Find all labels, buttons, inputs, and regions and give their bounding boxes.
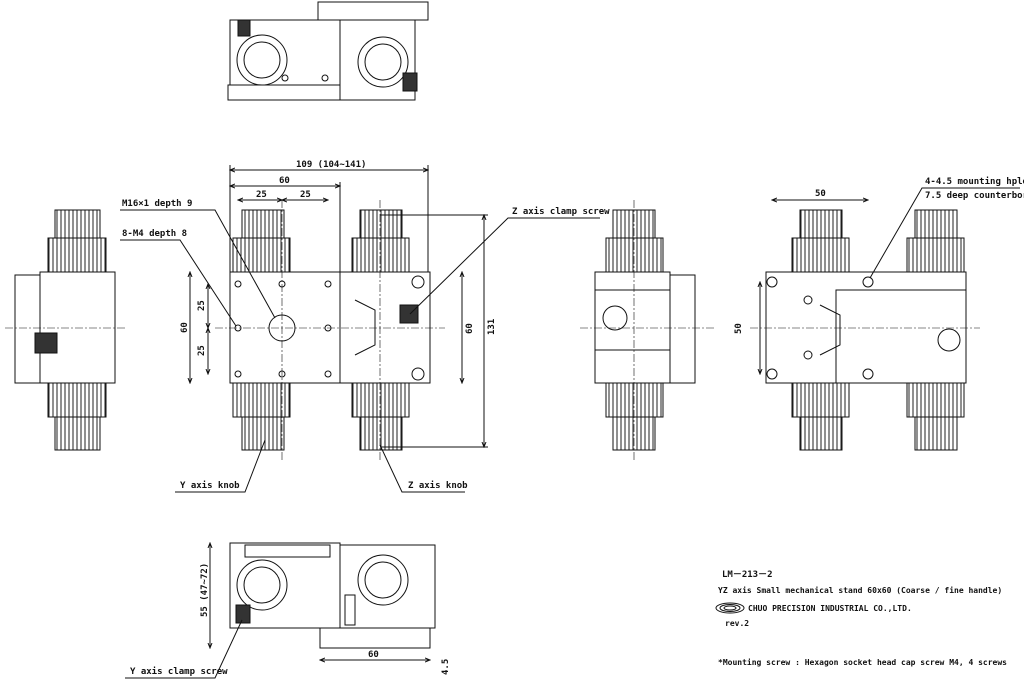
dim-overall-height: 131 bbox=[487, 319, 497, 335]
dim-pitch-left: 25 bbox=[256, 190, 267, 200]
right-side-view bbox=[580, 200, 715, 460]
mounting-note: *Mounting screw : Hexagon socket head ca… bbox=[718, 657, 1007, 667]
dim-plate-height-left: 60 bbox=[180, 322, 190, 333]
dim-bottom-height: 55 (47~72) bbox=[200, 563, 210, 617]
callout-mount-hole-2: 7.5 deep counterbore bbox=[925, 191, 1024, 201]
dim-bottom-width: 60 bbox=[368, 650, 379, 660]
company-logo bbox=[715, 602, 745, 614]
rear-view: 50 50 4-4.5 mounting hple, 7.5 deep coun… bbox=[734, 176, 1024, 451]
callout-z-clamp: Z axis clamp screw bbox=[512, 206, 610, 217]
dim-plate-width: 60 bbox=[279, 176, 290, 186]
left-side-view bbox=[5, 209, 125, 451]
dim-pitch-right: 25 bbox=[300, 190, 311, 200]
description: YZ axis Small mechanical stand 60x60 (Co… bbox=[718, 585, 1002, 595]
dim-pitch-v1: 25 bbox=[197, 300, 207, 311]
callout-z-knob: Z axis knob bbox=[408, 480, 468, 491]
company-name: CHUO PRECISION INDUSTRIAL CO.,LTD. bbox=[748, 604, 912, 613]
dim-right-height: 50 bbox=[734, 323, 744, 334]
revision: rev.2 bbox=[725, 619, 749, 628]
front-dimensions: 109 (104~141) 60 25 25 60 25 25 60 131 bbox=[180, 160, 497, 447]
callout-y-knob: Y axis knob bbox=[180, 480, 240, 491]
dim-plate-height-right: 60 bbox=[465, 323, 475, 334]
dim-bottom-thickness: 4.5 bbox=[441, 659, 451, 675]
dim-overall-width: 109 (104~141) bbox=[296, 160, 366, 170]
model-number: LM－213－2 bbox=[722, 570, 773, 580]
top-view bbox=[227, 1, 429, 101]
dim-right-width: 50 bbox=[815, 189, 826, 199]
callouts: M16×1 depth 9 8-M4 depth 8 Z axis clamp … bbox=[120, 199, 610, 493]
title-block: LM－213－2 YZ axis Small mechanical stand … bbox=[715, 570, 1007, 667]
callout-mount-hole-1: 4-4.5 mounting hple, bbox=[925, 176, 1024, 187]
bottom-view: 55 (47~72) 60 4.5 Y axis clamp screw bbox=[125, 543, 451, 679]
front-view bbox=[215, 200, 445, 460]
dim-pitch-v2: 25 bbox=[197, 345, 207, 356]
callout-m4: 8-M4 depth 8 bbox=[122, 229, 187, 239]
callout-m16: M16×1 depth 9 bbox=[122, 199, 192, 209]
callout-y-clamp: Y axis clamp screw bbox=[130, 666, 228, 677]
